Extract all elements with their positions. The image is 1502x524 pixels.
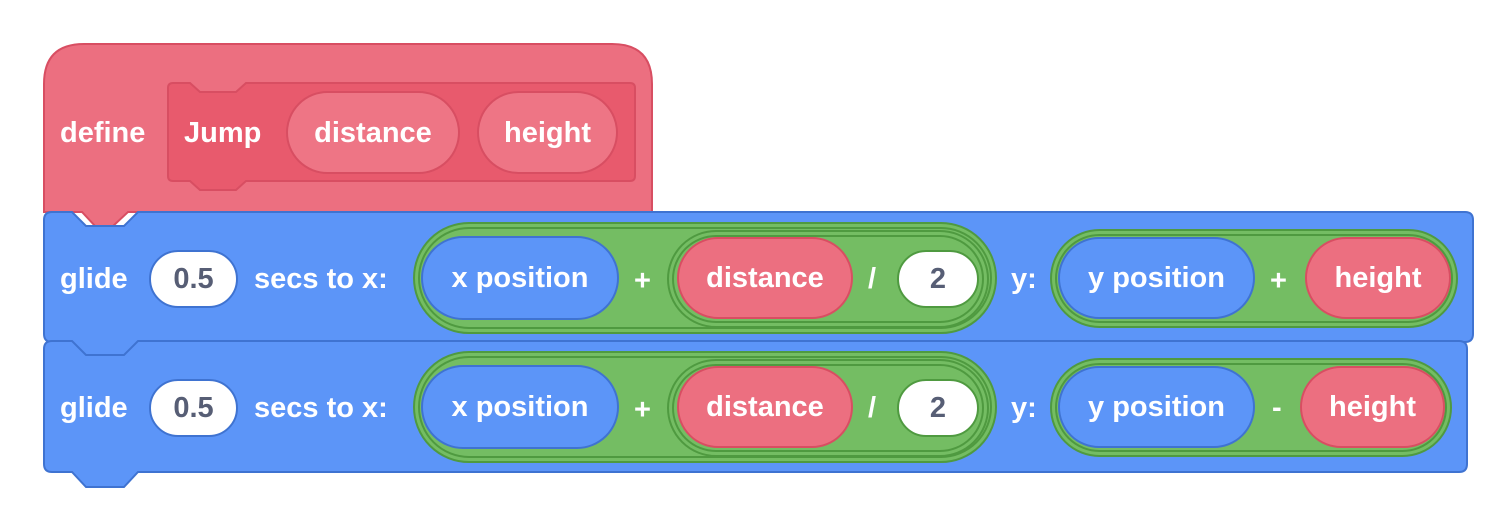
glide-label: glide <box>60 392 128 424</box>
secs-value: 0.5 <box>173 263 214 295</box>
divide-operator-outline <box>672 364 984 452</box>
secs-to-x-label: secs to x: <box>254 263 388 295</box>
distance-reporter[interactable]: distance <box>677 366 853 448</box>
divide-sign: / <box>868 392 877 424</box>
distance-reporter[interactable]: distance <box>677 237 853 319</box>
divisor-input[interactable]: 2 <box>897 379 979 437</box>
y-position-reporter[interactable]: y position <box>1058 237 1255 319</box>
y-label: y: <box>1011 392 1037 424</box>
y-operator-sign: + <box>1270 265 1287 297</box>
height-reporter[interactable]: height <box>1300 366 1445 448</box>
add-operator-x-outline <box>418 356 992 458</box>
divisor-value: 2 <box>929 263 947 295</box>
y-position-label: y position <box>1088 262 1225 294</box>
param-height-label: height <box>504 117 591 149</box>
define-label: define <box>60 117 146 149</box>
add-operator-y-outline <box>1055 234 1453 323</box>
divisor-value: 2 <box>929 392 947 424</box>
glide-label: glide <box>60 263 128 295</box>
custom-block-name: Jump <box>184 117 262 149</box>
x-position-label: x position <box>451 262 589 294</box>
secs-value: 0.5 <box>173 392 214 424</box>
y-operator-sign: - <box>1272 392 1282 424</box>
distance-label: distance <box>706 391 824 423</box>
plus-sign: + <box>634 265 651 297</box>
distance-label: distance <box>706 262 824 294</box>
param-height-reporter[interactable]: height <box>477 91 618 174</box>
x-position-label: x position <box>451 391 589 423</box>
subtract-operator-y-outline <box>1055 363 1447 452</box>
param-distance-reporter[interactable]: distance <box>286 91 460 174</box>
add-operator-x-outline <box>418 227 992 329</box>
secs-to-x-label: secs to x: <box>254 392 388 424</box>
divide-operator-outline <box>672 235 984 323</box>
secs-input[interactable]: 0.5 <box>149 250 238 308</box>
secs-input[interactable]: 0.5 <box>149 379 238 437</box>
x-position-reporter[interactable]: x position <box>421 236 619 320</box>
divisor-input[interactable]: 2 <box>897 250 979 308</box>
divide-operator[interactable] <box>667 359 989 457</box>
height-label: height <box>1329 391 1416 423</box>
x-position-reporter[interactable]: x position <box>421 365 619 449</box>
y-label: y: <box>1011 263 1037 295</box>
divide-sign: / <box>868 263 877 295</box>
height-reporter[interactable]: height <box>1305 237 1451 319</box>
y-position-reporter[interactable]: y position <box>1058 366 1255 448</box>
height-label: height <box>1334 262 1422 294</box>
plus-sign: + <box>634 394 651 426</box>
divide-operator[interactable] <box>667 230 989 328</box>
param-distance-label: distance <box>314 117 432 149</box>
y-position-label: y position <box>1088 391 1225 423</box>
